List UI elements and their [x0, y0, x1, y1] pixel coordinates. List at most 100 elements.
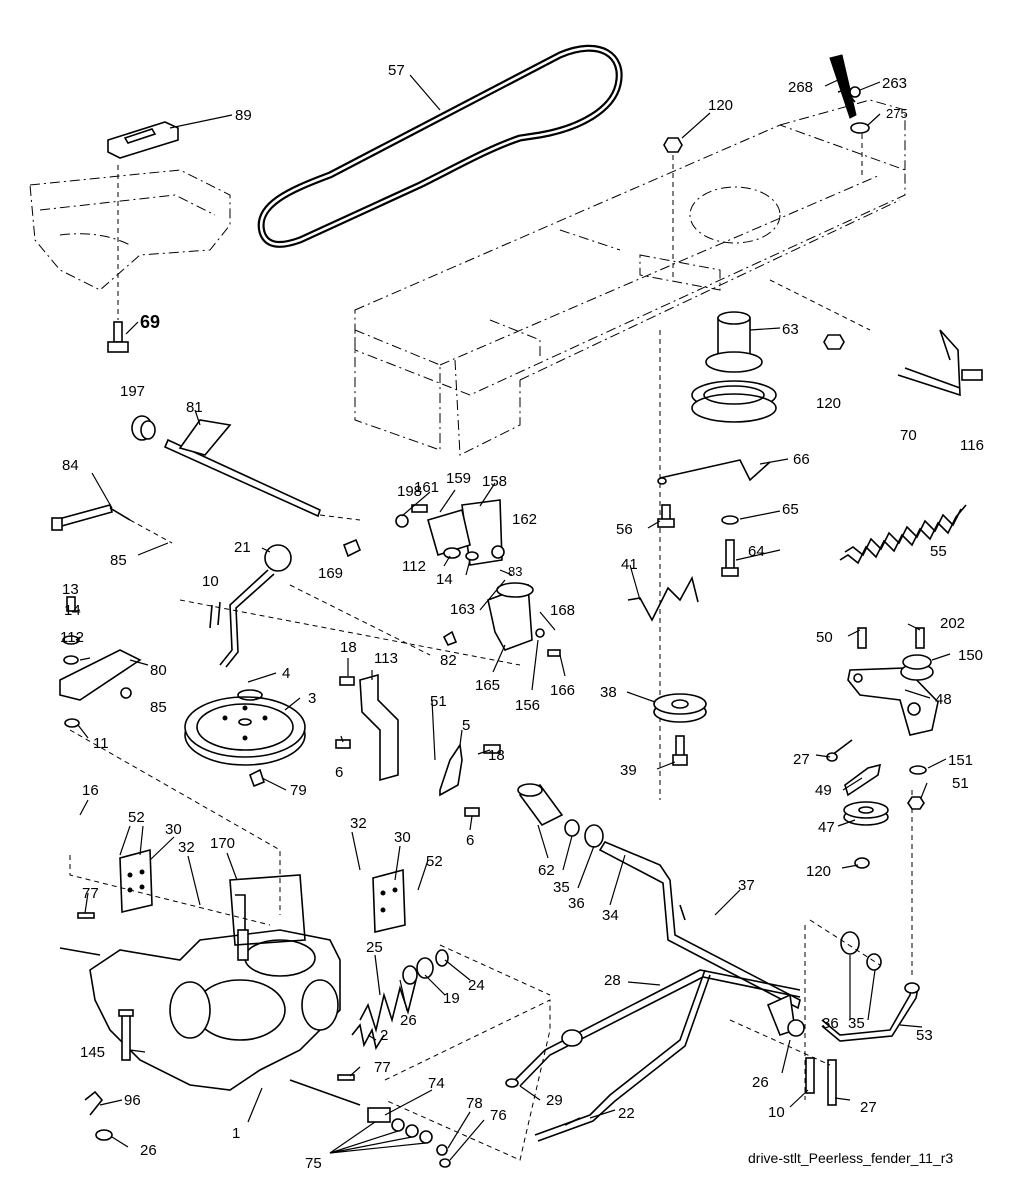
- callout-53: 53: [916, 1027, 933, 1044]
- callout-159: 159: [446, 470, 471, 487]
- hardware-151-51-120: [854, 765, 927, 869]
- bolts-6: [335, 739, 501, 817]
- callout-4: 4: [282, 665, 290, 682]
- callout-19: 19: [443, 990, 460, 1007]
- callout-197: 197: [120, 383, 145, 400]
- callout-112: 112: [402, 558, 426, 575]
- bracket-80: [59, 649, 142, 728]
- callout-75: 75: [305, 1155, 322, 1172]
- callout-85: 85: [110, 552, 127, 569]
- bracket-113: [339, 673, 399, 782]
- callout-14: 14: [64, 602, 81, 619]
- callout-80: 80: [150, 662, 167, 679]
- washer-198: [395, 514, 409, 528]
- callout-32: 32: [350, 815, 367, 832]
- bolts-10-27-right: [805, 1057, 837, 1106]
- callout-78: 78: [466, 1095, 483, 1112]
- cover-49: [844, 763, 882, 797]
- bolt-161: [411, 504, 428, 513]
- callout-120: 120: [708, 97, 733, 114]
- callout-83: 83: [508, 564, 522, 579]
- spring-2: [351, 1023, 385, 1051]
- right-dashed: [729, 790, 913, 1100]
- washers-36-35-right: [840, 931, 882, 971]
- callout-85: 85: [150, 699, 167, 716]
- callout-79: 79: [290, 782, 307, 799]
- bolt-13-washers: [62, 596, 80, 665]
- callout-168: 168: [550, 602, 575, 619]
- callout-48: 48: [935, 691, 952, 708]
- fender-bracket-89: [107, 121, 179, 159]
- bracket-66: [657, 459, 771, 485]
- callout-27: 27: [860, 1099, 877, 1116]
- callout-62: 62: [538, 862, 555, 879]
- shift-link-84: [51, 504, 173, 544]
- idler-pulley-38: [653, 693, 707, 723]
- callout-64: 64: [748, 543, 765, 560]
- bushing-197: [131, 415, 156, 441]
- pulley-3: [184, 689, 306, 788]
- callout-263: 263: [882, 75, 907, 92]
- callout-28: 28: [604, 972, 621, 989]
- callout-2: 2: [380, 1027, 388, 1044]
- callout-16: 16: [82, 782, 99, 799]
- callout-120: 120: [806, 863, 831, 880]
- callout-51: 51: [952, 775, 969, 792]
- axle-hardware-75: [367, 1107, 451, 1168]
- pulley-63: [659, 311, 777, 800]
- rod-28: [505, 969, 801, 1088]
- screws-10: [209, 601, 221, 629]
- callout-34: 34: [602, 907, 619, 924]
- clip-82: [442, 630, 458, 647]
- callout-3: 3: [308, 690, 316, 707]
- callout-56: 56: [616, 521, 633, 538]
- arm-26-53: [766, 982, 920, 1042]
- callout-39: 39: [620, 762, 637, 779]
- callout-35: 35: [848, 1015, 865, 1032]
- callout-26: 26: [752, 1074, 769, 1091]
- spacer-112-14: [443, 547, 479, 561]
- mount-bracket-30-left: [119, 848, 153, 913]
- callout-22: 22: [618, 1105, 635, 1122]
- callout-57: 57: [388, 62, 405, 79]
- callout-50: 50: [816, 629, 833, 646]
- callout-198: 198: [397, 483, 422, 500]
- callout-13: 13: [62, 581, 79, 598]
- clip-169: [342, 538, 362, 558]
- callout-11: 11: [93, 735, 109, 752]
- nut-120-mid: [823, 334, 845, 350]
- bracket-70: [897, 329, 983, 397]
- rod-22: [534, 969, 711, 1142]
- pedal-shaft-34: [598, 840, 801, 1010]
- callout-202: 202: [940, 615, 965, 632]
- bolt-69: [107, 165, 129, 353]
- shift-rod-81: [163, 419, 361, 521]
- callout-24: 24: [468, 977, 485, 994]
- callout-268: 268: [788, 79, 813, 96]
- callout-84: 84: [62, 457, 79, 474]
- callout-6: 6: [466, 832, 474, 849]
- transaxle-1: [59, 874, 361, 1106]
- callout-labels: 57 89 120 268 263 275 69 63 120 70 116 1…: [60, 62, 984, 1172]
- callout-38: 38: [600, 684, 617, 701]
- callout-10: 10: [202, 573, 219, 590]
- callout-169: 169: [318, 565, 343, 582]
- callout-21: 21: [234, 539, 251, 556]
- bolt-56: [657, 504, 675, 528]
- callout-30: 30: [394, 829, 411, 846]
- callout-32: 32: [178, 839, 195, 856]
- diagram-caption: drive-stlt_Peerless_fender_11_r3: [748, 1150, 953, 1166]
- frame-outline: [354, 99, 906, 456]
- callout-51: 51: [430, 693, 447, 710]
- callout-5: 5: [462, 717, 470, 734]
- callout-66: 66: [793, 451, 810, 468]
- callout-275: 275: [886, 106, 908, 121]
- callout-113: 113: [374, 650, 398, 667]
- callout-74: 74: [428, 1075, 445, 1092]
- callout-29: 29: [546, 1092, 563, 1109]
- callout-70: 70: [900, 427, 917, 444]
- bracket-165: [487, 582, 561, 657]
- callout-55: 55: [930, 543, 947, 560]
- callout-65: 65: [782, 501, 799, 518]
